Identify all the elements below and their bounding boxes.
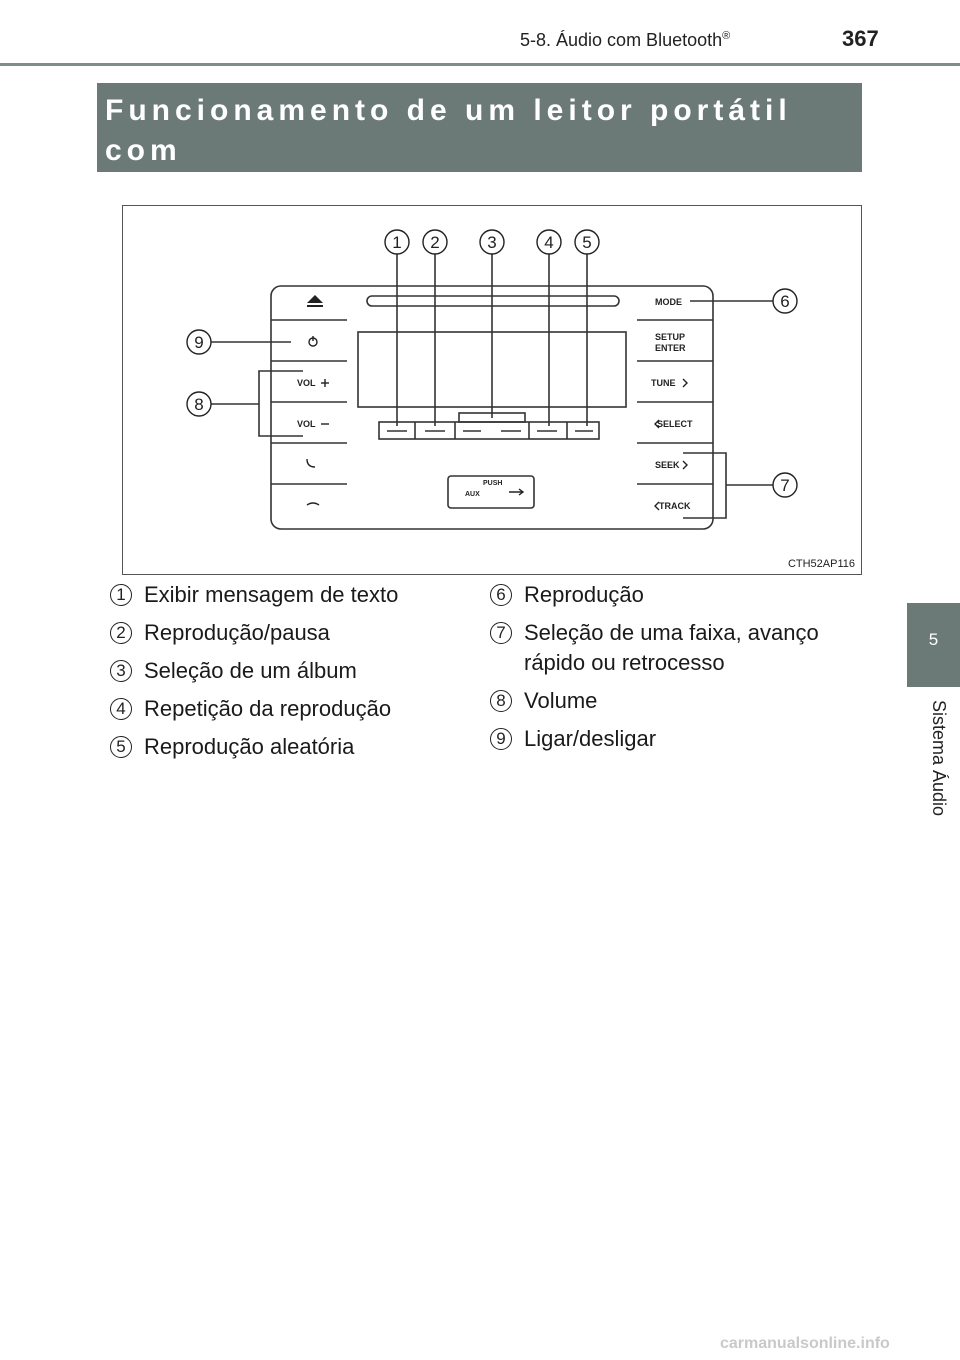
callout-9: 9 — [194, 333, 203, 352]
aux-label: AUX — [465, 491, 480, 498]
eject-icon — [307, 295, 323, 303]
callout-3: 3 — [487, 233, 496, 252]
legend-number: 9 — [490, 728, 512, 750]
tune-label: TUNE — [651, 378, 676, 388]
chapter-heading: 5-8. Áudio com Bluetooth® — [520, 30, 731, 50]
audio-unit-figure: 1 2 3 4 5 6 7 8 9 MODE SETUP ENTER TUNE … — [122, 205, 862, 575]
legend-number: 2 — [110, 622, 132, 644]
callout-5: 5 — [582, 233, 591, 252]
audio-unit-diagram: 1 2 3 4 5 6 7 8 9 MODE SETUP ENTER TUNE … — [186, 229, 798, 530]
push-label: PUSH — [483, 480, 502, 487]
section-title-banner: Funcionamento de um leitor portátil com … — [97, 83, 862, 215]
chapter-tab-label: Sistema Áudio — [929, 700, 949, 817]
chevron-right-icon — [682, 460, 688, 470]
watermark: carmanualsonline.info — [720, 1335, 890, 1352]
chevron-right-icon — [682, 378, 688, 388]
callout-8: 8 — [194, 395, 203, 414]
vol-plus-label: VOL — [297, 378, 316, 388]
phone-icon — [306, 458, 316, 468]
select-label: SELECT — [657, 419, 693, 429]
callout-6: 6 — [780, 292, 789, 311]
usb-icon — [509, 488, 525, 496]
track-label: TRACK — [659, 501, 691, 511]
legend-number: 1 — [110, 584, 132, 606]
callout-4: 4 — [544, 233, 553, 252]
mode-label: MODE — [655, 297, 682, 307]
seek-label: SEEK — [655, 460, 680, 470]
chapter-tab-number: 5 — [928, 630, 939, 649]
legend-number: 6 — [490, 584, 512, 606]
legend-number: 4 — [110, 698, 132, 720]
cd-slot — [366, 295, 620, 307]
hang-up-icon — [306, 502, 320, 506]
aux-usb-port — [447, 475, 535, 509]
chevron-left-icon — [654, 419, 660, 429]
section-title: Funcionamento de um leitor portátil com … — [105, 94, 792, 215]
chapter-tab: 5 — [907, 603, 960, 687]
header-divider — [0, 63, 960, 66]
callout-7: 7 — [780, 476, 789, 495]
legend-number: 3 — [110, 660, 132, 682]
legend-number: 7 — [490, 622, 512, 644]
vol-minus-label: VOL — [297, 419, 316, 429]
legend-number: 8 — [490, 690, 512, 712]
callout-1: 1 — [392, 233, 401, 252]
figure-code: CTH52AP116 — [787, 558, 855, 570]
enter-label: ENTER — [655, 343, 686, 353]
legend-number: 5 — [110, 736, 132, 758]
setup-label: SETUP — [655, 332, 685, 342]
page-number: 367 — [842, 26, 879, 51]
chevron-left-icon — [654, 501, 660, 511]
callout-2: 2 — [430, 233, 439, 252]
